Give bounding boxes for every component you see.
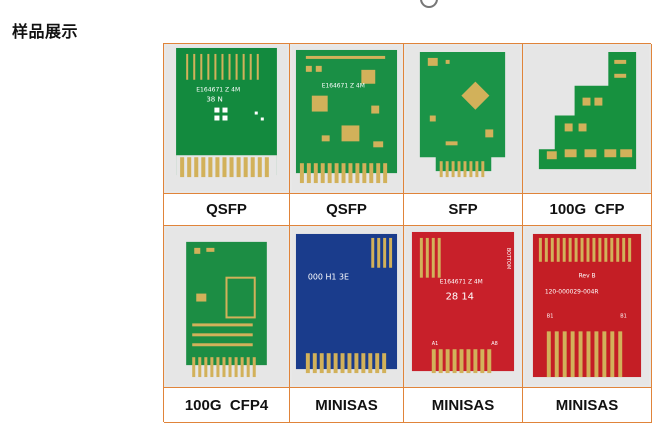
sample-image-minisas-red-2: Rev B 120-000029-004R B1 B1	[523, 226, 652, 388]
svg-text:28 14: 28 14	[446, 292, 474, 303]
sample-label: 100G CFP	[523, 194, 652, 226]
page-title: 样品展示	[12, 24, 79, 41]
sample-image-qsfp-2: E164671 Z 4M	[290, 44, 404, 194]
svg-text:E164671 Z 4M: E164671 Z 4M	[196, 87, 240, 94]
sample-image-100g-cfp4	[164, 226, 290, 388]
sample-label: QSFP	[290, 194, 404, 226]
pcb-image	[166, 228, 287, 385]
sample-image-sfp	[404, 44, 523, 194]
circle-icon	[420, 0, 438, 8]
svg-text:A1: A1	[432, 341, 439, 347]
pcb-image	[406, 46, 520, 191]
pcb-image	[525, 46, 649, 191]
sample-label: SFP	[404, 194, 523, 226]
svg-text:B1: B1	[620, 313, 627, 319]
sample-image-minisas-blue: 000 H1 3E	[290, 226, 404, 388]
sample-label: 100G CFP4	[164, 388, 290, 423]
pcb-image: 000 H1 3E	[292, 228, 401, 385]
sample-grid: E164671 Z 4M 38 N	[163, 43, 652, 423]
svg-text:38 N: 38 N	[206, 96, 222, 104]
pcb-image: Rev B 120-000029-004R B1 B1	[525, 228, 649, 385]
sample-image-minisas-red-1: E164671 Z 4M 28 14 BOTTOM A1 A8	[404, 226, 523, 388]
pcb-image: E164671 Z 4M	[292, 46, 401, 191]
svg-text:120-000029-004R: 120-000029-004R	[545, 289, 599, 296]
pcb-image: E164671 Z 4M 38 N	[166, 46, 287, 191]
pcb-image: E164671 Z 4M 28 14 BOTTOM A1 A8	[406, 228, 520, 385]
svg-text:000 H1 3E: 000 H1 3E	[308, 273, 349, 282]
sample-label: MINISAS	[523, 388, 652, 423]
svg-text:Rev B: Rev B	[579, 273, 596, 280]
svg-text:A8: A8	[491, 341, 498, 347]
sample-label: MINISAS	[404, 388, 523, 423]
sample-label: MINISAS	[290, 388, 404, 423]
svg-text:E164671 Z 4M: E164671 Z 4M	[440, 279, 483, 286]
sample-image-qsfp-1: E164671 Z 4M 38 N	[164, 44, 290, 194]
svg-text:E164671 Z 4M: E164671 Z 4M	[322, 83, 365, 90]
sample-image-100g-cfp	[523, 44, 652, 194]
sample-label: QSFP	[164, 194, 290, 226]
svg-text:B1: B1	[547, 313, 554, 319]
svg-text:BOTTOM: BOTTOM	[505, 248, 511, 269]
